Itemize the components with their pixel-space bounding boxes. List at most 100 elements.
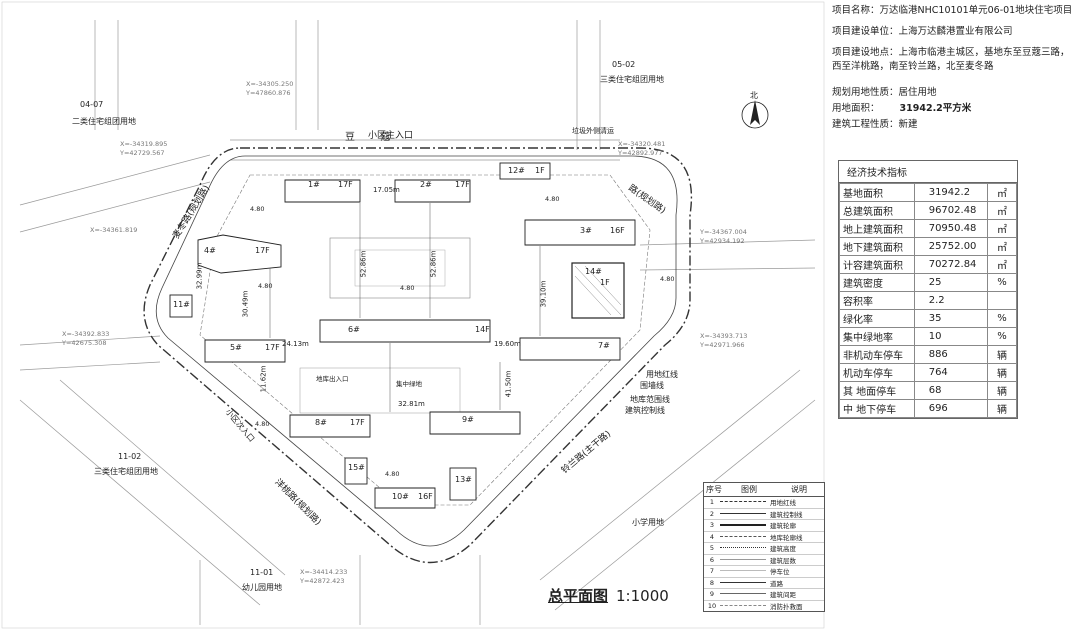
dim-label: 52.86m [359,250,368,278]
tech-cell-value: 70272.84 [913,255,989,274]
building-9-no: 9# [462,415,474,424]
coord-label: X=-34320.481 [618,140,666,148]
note-garage-entrance: 地库出入口 [316,375,349,383]
building-14-no: 14# [585,267,602,276]
north-label: 北 [750,91,758,100]
parcel-school-use: 小学用地 [632,518,664,527]
tech-cell-value: 696 [913,399,989,418]
parcel-1102-code: 11-02 [118,452,142,461]
caption-title: 总平面图 [548,587,609,605]
elevation-label: 4.80 [258,282,273,290]
elevation-label: 4.80 [400,284,415,292]
project-info: 项目名称：万达临港NHC10101单元06-01地块住宅项目 项目建设单位：上海… [832,4,1076,134]
tech-cell-unit: 辆 [987,345,1017,364]
coord-label: X=-34393.713 [700,332,748,340]
main-entrance-label: 小区主入口 [368,131,414,141]
building-5-floors: 17F [265,343,280,352]
tech-cell-value: 96702.48 [913,201,989,220]
garbage-label: 垃圾外侧清运 [572,127,614,135]
note-central-green: 集中绿地 [396,380,422,388]
building-10-floors: 16F [418,492,433,501]
tech-cell-unit: 辆 [987,381,1017,400]
tech-cell-value: 2.2 [913,291,989,310]
tech-cell-name: 地下建筑面积 [839,237,915,256]
tech-cell-value: 10 [913,327,989,346]
caption-scale: 1:1000 [616,587,669,605]
tech-cell-name: 机动车停车 [839,363,915,382]
road-sw-label: 洋桃路(规划路) [272,477,323,528]
coord-label: Y=42729.567 [120,149,165,157]
building-5-no: 5# [230,343,242,352]
dim-label: 24.13m [282,340,309,348]
road-north-label: 豆 蔻 [345,132,391,143]
building-14-floors: 1F [600,278,610,287]
coord-label: X=-34414.233 [300,568,348,576]
tech-cell-unit: ㎡ [987,237,1017,256]
tech-cell-value: 35 [913,309,989,328]
dim-label: 17.05m [373,186,400,194]
tech-cell-name: 总建筑面积 [839,201,915,220]
north-arrow [741,100,769,129]
building-15-no: 15# [348,463,365,472]
parcel-1101-code: 11-01 [250,568,274,577]
elevation-label: 4.80 [660,275,675,283]
line-label-redline: 用地红线 [646,370,678,379]
building-6-no: 6# [348,325,360,334]
elevation-label: 4.80 [545,195,560,203]
dim-label: 30.49m [241,290,250,318]
building-8-no: 8# [315,418,327,427]
project-name-row: 项目名称：万达临港NHC10101单元06-01地块住宅项目 [832,5,1073,16]
tech-cell-value: 70950.48 [913,219,989,238]
building-12-no: 12# [508,166,525,175]
coord-label: Y=47860.876 [246,89,291,97]
dim-label: 19.60m [494,340,521,348]
building-1-floors: 17F [338,180,353,189]
building-2-no: 2# [420,180,432,189]
site-plan-drawing [1,1,825,629]
buildings [169,162,636,509]
road-se-label: 铃兰路(主干路) [559,429,614,477]
surrounding-roads [19,20,816,625]
tech-cell-name: 容积率 [839,291,915,310]
project-unit-row: 项目建设单位：上海万达麟港置业有限公司 [832,26,1013,37]
tech-cell-name: 基地面积 [839,183,915,202]
tech-table-title: 经济技术指标 [839,161,1017,183]
road-nw-label: 麦冬路(规划路) [171,183,213,241]
line-label-wall: 围墙线 [640,381,664,390]
building-4-no: 4# [204,246,216,255]
tech-cell-name: 计容建筑面积 [839,255,915,274]
tech-cell-unit [987,291,1017,310]
elevation-label: 4.80 [385,470,400,478]
building-3-no: 3# [580,226,592,235]
parcel-0502-use: 三类住宅组团用地 [600,75,664,84]
tech-cell-value: 886 [913,345,989,364]
dim-label: 32.99m [195,262,204,290]
line-label-basement: 地库范围线 [630,395,670,404]
tech-cell-name: 中 地下停车 [839,399,915,418]
coord-label: Y=-34367.004 [700,228,747,236]
line-label-control: 建筑控制线 [625,406,665,415]
legend-header-symbol: 图例 [741,485,757,494]
tech-cell-name: 建筑密度 [839,273,915,292]
coord-label: X=-34305.250 [246,80,294,88]
project-area-row: 用地面积：31942.2平方米 [832,103,972,114]
drawing-caption: 总平面图 1:1000 [548,585,669,606]
tech-cell-value: 764 [913,363,989,382]
building-7-no: 7# [598,341,610,350]
building-4-floors: 17F [255,246,270,255]
